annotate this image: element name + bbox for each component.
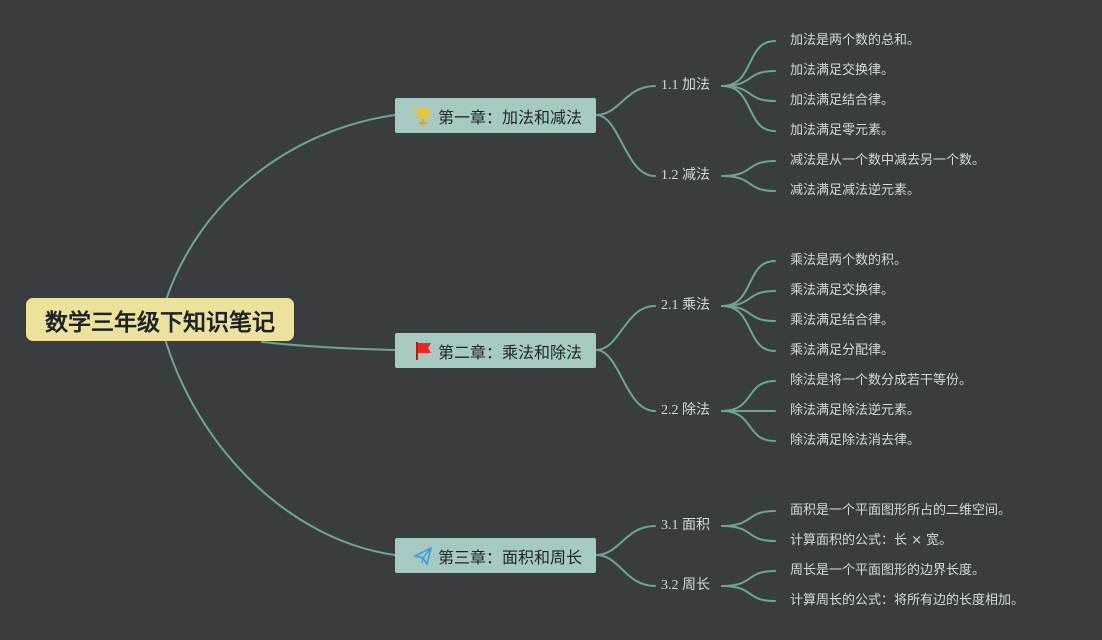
chapter-1-to-section-1-1-link — [595, 85, 656, 116]
root-to-chapter-1-link — [165, 114, 396, 301]
leaf-topic[interactable]: 乘法满足交换律。 — [790, 283, 895, 298]
red-flag-icon — [412, 340, 433, 361]
chapter-3-to-section-3-1-link — [595, 525, 656, 556]
chapter-3-title: 第三章：面积和周长 — [438, 547, 583, 567]
leaf-topic[interactable]: 加法是两个数的总和。 — [790, 33, 921, 48]
leaf-topic[interactable]: 乘法满足分配律。 — [790, 343, 895, 358]
leaf-topic[interactable]: 除法是将一个数分成若干等份。 — [790, 373, 973, 388]
leaf-topic[interactable]: 减法满足减法逆元素。 — [790, 183, 921, 198]
leaf-topic[interactable]: 面积是一个平面图形所占的二维空间。 — [790, 503, 1012, 518]
trophy-icon — [412, 105, 433, 126]
section-3-1-topic[interactable]: 3.1 面积 — [661, 518, 710, 533]
section-3-2-topic[interactable]: 3.2 周长 — [661, 578, 710, 593]
root-topic[interactable]: 数学三年级下知识笔记 — [26, 298, 294, 341]
leaf-topic[interactable]: 乘法是两个数的积。 — [790, 253, 908, 268]
paper-plane-icon — [412, 545, 433, 566]
root-to-chapter-2-link — [261, 341, 396, 351]
leaf-topic[interactable]: 计算周长的公式：将所有边的长度相加。 — [790, 593, 1025, 608]
chapter-2-title: 第二章：乘法和除法 — [438, 342, 583, 362]
chapter-3-to-section-3-2-link — [595, 554, 656, 587]
leaf-topic[interactable]: 乘法满足结合律。 — [790, 313, 895, 328]
leaf-topic[interactable]: 计算面积的公式：长 × 宽。 — [790, 533, 953, 548]
chapter-2-topic[interactable]: 第二章：乘法和除法 — [395, 333, 596, 368]
chapter-3-topic[interactable]: 第三章：面积和周长 — [395, 538, 596, 573]
chapter-1-title: 第一章：加法和减法 — [438, 107, 583, 127]
leaf-topic[interactable]: 除法满足除法逆元素。 — [790, 403, 921, 418]
section-2-2-topic[interactable]: 2.2 除法 — [661, 403, 710, 418]
root-title: 数学三年级下知识笔记 — [45, 309, 275, 336]
leaf-topic[interactable]: 减法是从一个数中减去另一个数。 — [790, 153, 986, 168]
leaf-topic[interactable]: 加法满足零元素。 — [790, 123, 895, 138]
leaf-topic[interactable]: 除法满足除法消去律。 — [790, 433, 921, 448]
chapter-1-to-section-1-2-link — [595, 114, 656, 177]
leaf-topic[interactable]: 加法满足结合律。 — [790, 93, 895, 108]
section-2-1-topic[interactable]: 2.1 乘法 — [661, 298, 710, 313]
root-to-chapter-3-link — [165, 341, 396, 556]
chapter-1-topic[interactable]: 第一章：加法和减法 — [395, 98, 596, 133]
leaf-topic[interactable]: 周长是一个平面图形的边界长度。 — [790, 563, 986, 578]
leaf-topic[interactable]: 加法满足交换律。 — [790, 63, 895, 78]
chapter-2-to-section-2-1-link — [595, 305, 656, 351]
section-1-2-topic[interactable]: 1.2 减法 — [661, 168, 710, 183]
chapter-2-to-section-2-2-link — [595, 349, 656, 412]
section-1-1-topic[interactable]: 1.1 加法 — [661, 78, 710, 93]
